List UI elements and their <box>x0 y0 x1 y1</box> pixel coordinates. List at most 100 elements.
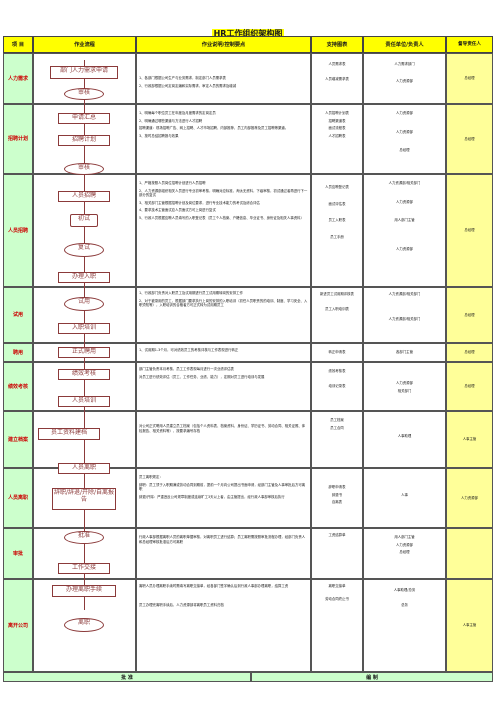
doc-item: 人员增减需求表 <box>325 76 349 81</box>
desc-line: 4、要求技术主管面试应人员面试方可上岗进行复试 <box>139 208 216 213</box>
flow-box-train: 人员培训 <box>58 396 110 407</box>
resp-item: 人力资源部/相关部门 <box>388 292 421 296</box>
docs-1: 人员需求表 人员增减需求表 <box>311 53 363 104</box>
flow-box-formal: 正式聘用 <box>58 347 110 358</box>
resp-6: 人力资源部 相关部门 <box>363 362 446 411</box>
flow-box-leave-types: 辞职/辞退/开除/自离报告 <box>52 488 116 510</box>
header-docs: 支持图表 <box>311 36 363 53</box>
resp-item: 人力资源部 <box>396 381 413 385</box>
flow-box-initial-test: 初试 <box>70 214 98 227</box>
footer-approve: 批 准 <box>3 672 251 682</box>
desc-line: 1、严格按照人员岗位招聘计划进行人员招聘 <box>139 181 206 185</box>
docs-4: 新进员工试用期评核表 员工入职培训表 <box>311 287 363 343</box>
sup-3: 总经理 <box>446 174 493 287</box>
resp-item: 人力资源部 <box>396 111 413 115</box>
sup-2: 总经理 <box>446 104 493 174</box>
doc-item: 培训记录表 <box>328 383 346 388</box>
sup-9 <box>446 528 493 579</box>
doc-item: 员工入职表 <box>328 218 346 223</box>
sup-4: 总经理 <box>446 287 493 343</box>
desc-line: 2、人力资源部组织相关人员进行专业初审考核，明确对应标准，淘汰无资料，下级审核，… <box>139 188 308 198</box>
flow-box-onboard: 办理入职 <box>58 272 110 283</box>
resp-item: 用人部门主管 <box>394 218 415 223</box>
desc-5: 1、试用期1-3个月，可对绩效员工的考核评核与工作表现进行转正 <box>136 343 311 362</box>
stage-7: 建立档案 <box>3 411 33 468</box>
doc-item: 人员应聘登记表 <box>325 185 349 189</box>
resp-3: 人力资源部/相关部门 人力资源部 用人部门主管 人力资源部 <box>363 174 446 287</box>
header-resp: 责任单位/负责人 <box>363 36 446 53</box>
desc-9: 行政人事部根据离职人员的离职单据审核，对离职员工进行结算；员工离职需按照审批流程… <box>136 528 311 579</box>
flow-box-leave: 人员离职 <box>58 463 110 474</box>
stage-1: 人力需求 <box>3 53 33 104</box>
flow-box-approve: 批准 <box>64 531 104 544</box>
doc-item: 招聘渠道表 <box>328 118 346 123</box>
header-supervisor: 督导责任人 <box>446 36 493 53</box>
resp-9: 用人部门主管 人力资源部 总经理 <box>363 528 446 579</box>
doc-item: 员工档案 <box>330 418 344 422</box>
resp-item: 用人部门主管 <box>394 535 415 539</box>
doc-item: 劳动合同终止书 <box>325 596 349 601</box>
desc-6: 部门主管负责本月考核，员工工作表现每月进行一次业绩评估表 对员工进行绩效评估（员… <box>136 362 311 411</box>
footer-prepare: 编 制 <box>251 672 493 682</box>
docs-6: 绩效考核表 培训记录表 <box>311 362 363 411</box>
flow-connector <box>84 60 85 610</box>
doc-item: 员工合同 <box>330 425 344 430</box>
docs-7: 员工档案 员工合同 <box>311 411 363 468</box>
desc-line: 辞退/开除：严重违反公司规章制度或连续旷工3天以上者，由主管提出，经行政人事部审… <box>139 494 285 499</box>
header-desc: 作业说明/控制要点 <box>136 36 311 53</box>
resp-item: 总务 <box>401 602 408 607</box>
resp-item: 人力资源部 <box>396 129 413 134</box>
desc-line: 离职人员办理离职手续时需填写离职交接单，经各部门签字确认后到行政人事部办理离职，… <box>139 584 289 588</box>
doc-item: 员工入职培训表 <box>325 306 349 311</box>
desc-7: 对公司正式聘用人员建立员工档案（包括个人资料表、档案资料、身份证、学历证书、劳动… <box>136 411 311 468</box>
docs-5: 转正申请表 <box>311 343 363 362</box>
desc-line: 1、行政部门负责对入职员工及试用期进行员工试用期转岗的安排工作 <box>139 291 243 295</box>
doc-item: 绩效考核表 <box>328 369 346 373</box>
desc-line: 5、行政人员根据应聘人员填写的入职登记表（员工个人档案、户籍信息、毕业证书、身份… <box>139 215 304 220</box>
resp-item: 人力资源部 <box>396 78 413 83</box>
resp-item: 人事助理/总务 <box>393 588 416 592</box>
resp-2: 人力资源部 人力资源部 总经理 <box>363 104 446 174</box>
stage-6: 绩效考核 <box>3 362 33 411</box>
stage-2: 招聘计划 <box>3 104 33 174</box>
page-title: HR工作组织架构图 <box>211 29 285 38</box>
resp-1: 人力需求部门 人力资源部 <box>363 53 446 104</box>
flow-box-leave-final: 离职 <box>64 618 104 632</box>
flow-box-staff-recruit: 人员招聘 <box>58 191 110 202</box>
flow-box-perf: 绩效考核 <box>58 369 110 380</box>
flow-box-archive: 员工资料建档 <box>38 428 100 440</box>
docs-2: 人员招聘计划表 招聘渠道表 面试流程表 人才招聘表 <box>311 104 363 174</box>
flow-box-review2: 审核 <box>64 163 104 175</box>
flow-box-apply-summary: 申请汇总 <box>58 113 110 124</box>
resp-10: 人事助理/总务 总务 <box>363 579 446 672</box>
desc-line: 对公司正式聘用人员建立员工档案（包括个人资料表、档案资料、身份证、学历证书、劳动… <box>139 424 306 433</box>
docs-9: 工资结算单 <box>311 528 363 579</box>
desc-line: 招聘渠道：现场招聘广告、网上招聘、人才市场招聘、内部推荐、员工内部推荐及员工招聘… <box>139 126 289 131</box>
desc-8: 员工离职规定： 辞职：员工须于入职期满或劳动合同到期前，提前一个月向公司提出书面… <box>136 468 311 528</box>
desc-line: 2、对于被录用的员工，根据部门要求执行上岗的安排的入职培训（初任人员职责的的培训… <box>139 298 308 308</box>
doc-item: 新进员工试用期评核表 <box>320 292 354 296</box>
resp-item: 人力资源部 <box>396 199 413 204</box>
header-item: 项 目 <box>3 36 33 53</box>
sup-10: 人事主管 <box>446 579 493 672</box>
doc-item: 人员招聘计划表 <box>325 111 349 115</box>
doc-item: 离职交接单 <box>328 584 346 588</box>
header-flow: 作业流程 <box>33 36 136 53</box>
doc-item: 辞职申请表 <box>328 485 346 489</box>
desc-line: 2、明确通过哪些渠道与方法进行人才招聘 <box>139 118 203 123</box>
resp-7: 人事助理 <box>363 411 446 468</box>
flow-box-recruit-plan: 招聘计划 <box>58 135 110 146</box>
resp-item: 人力资源部/相关部门 <box>388 316 421 321</box>
resp-item: 总经理 <box>399 148 410 153</box>
desc-line: 3、相关部门主管根据招聘计划及岗位要求，进行专业技术能力的考试及综合评估 <box>139 200 260 205</box>
doc-item: 员工手册 <box>330 234 344 239</box>
resp-item: 人力资源部 <box>396 542 413 547</box>
flow-box-probation: 试用 <box>64 297 104 311</box>
desc-line: 员工办理完离职手续后，人力资源部将离职员工资料归档 <box>139 602 224 607</box>
stage-10: 离开公司 <box>3 579 33 672</box>
resp-item: 总经理 <box>399 550 410 555</box>
desc-line: 员工离职规定： <box>139 475 163 479</box>
stage-9: 审批 <box>3 528 33 579</box>
flow-box-retest: 复试 <box>64 243 104 257</box>
